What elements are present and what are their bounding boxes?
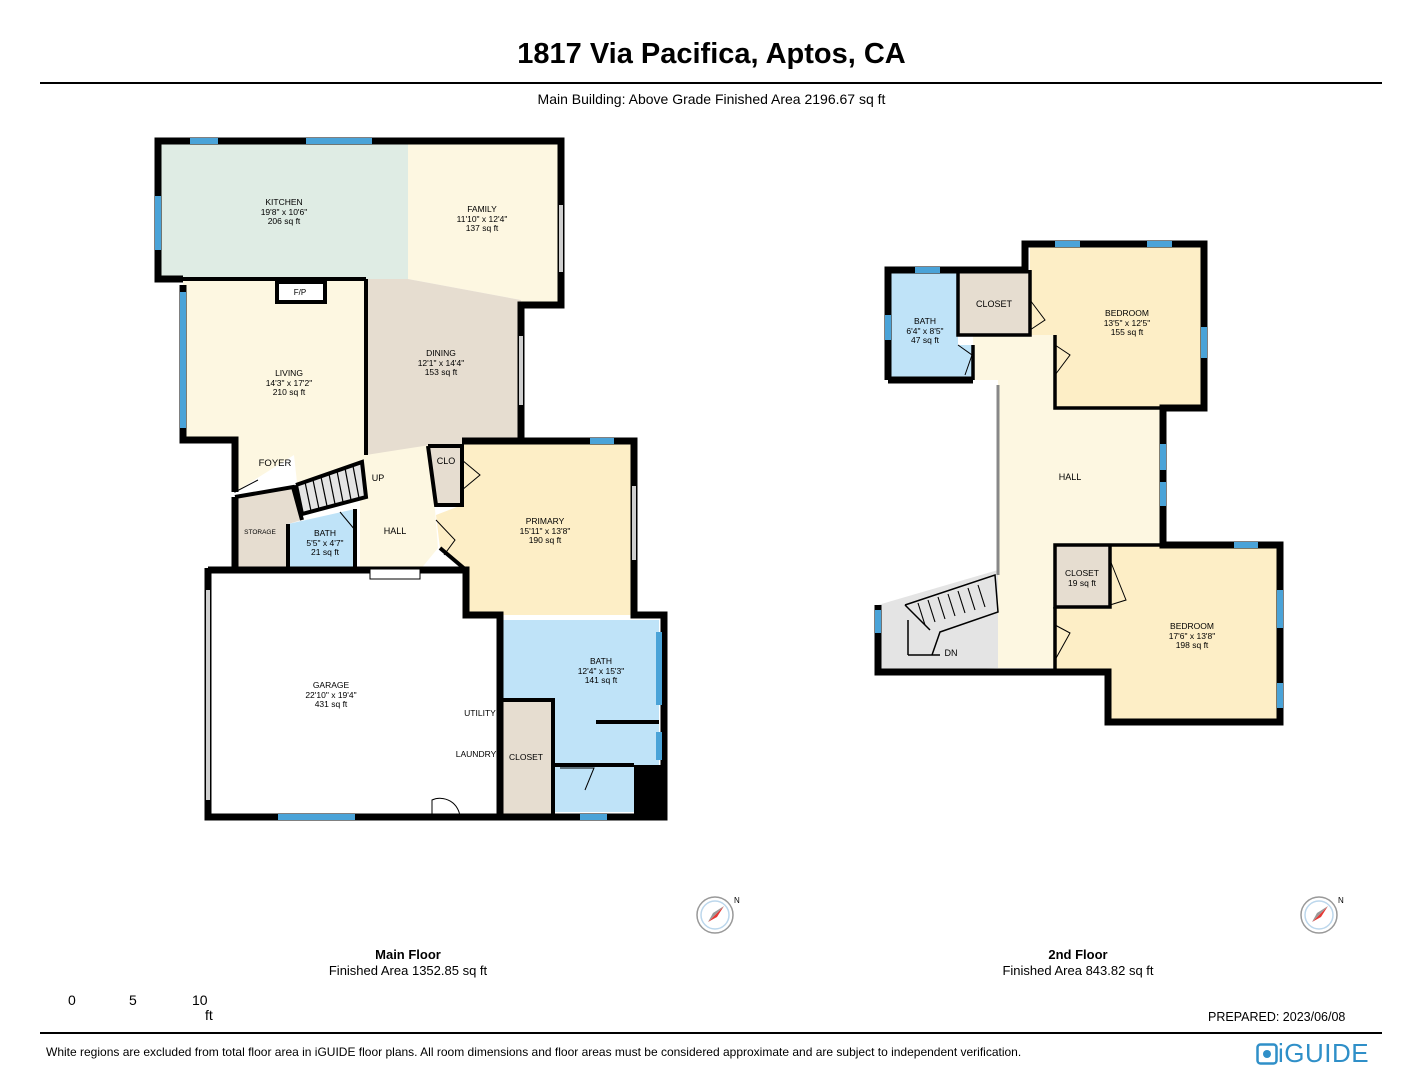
kitchen-room <box>158 141 408 279</box>
hall-main-label: HALL <box>384 526 407 536</box>
storage-label: STORAGE <box>244 529 276 536</box>
second-floor-caption: 2nd Floor Finished Area 843.82 sq ft <box>928 947 1228 979</box>
page-title: 1817 Via Pacifica, Aptos, CA <box>517 38 906 70</box>
fireplace-label: F/P <box>294 288 306 297</box>
bath-primary-name: BATH <box>590 656 612 666</box>
bath-upper-dims: 6'4" x 8'5" <box>906 326 943 336</box>
up-label: UP <box>372 473 385 483</box>
north-compass-icon: N <box>696 896 740 934</box>
family-room <box>408 141 561 305</box>
primary-area: 190 sq ft <box>529 535 562 545</box>
closet-main-room <box>500 700 553 815</box>
bedroom-bottom-name: BEDROOM <box>1170 621 1214 631</box>
bath-upper-room <box>888 270 973 380</box>
dining-name: DINING <box>426 348 456 358</box>
svg-text:N: N <box>1338 896 1344 905</box>
bedroom-bottom-area: 198 sq ft <box>1176 640 1209 650</box>
kitchen-name: KITCHEN <box>265 197 302 207</box>
floor-plan-drawing: KITCHEN 19'8" x 10'6" 206 sq ft FAMILY 1… <box>154 137 1344 934</box>
bath-small-room <box>288 509 355 568</box>
garage-area: 431 sq ft <box>315 699 348 709</box>
closet-upper-label: CLOSET <box>976 299 1013 309</box>
primary-name: PRIMARY <box>526 516 565 526</box>
clo-room <box>428 446 462 505</box>
closet-small-upper-area: 19 sq ft <box>1068 578 1097 588</box>
family-name: FAMILY <box>467 204 497 214</box>
main-floor-area: Finished Area 1352.85 sq ft <box>328 963 488 978</box>
iguide-logo-icon <box>1256 1043 1278 1065</box>
closet-small-upper-room <box>1055 545 1110 607</box>
dining-area: 153 sq ft <box>425 367 458 377</box>
bath-small-name: BATH <box>314 528 336 538</box>
bath-upper-name: BATH <box>914 316 936 326</box>
laundry-label: LAUNDRY <box>456 749 497 759</box>
main-floor-name: Main Floor <box>375 947 441 962</box>
scale-tick-0: 0 <box>68 992 76 1008</box>
primary-dims: 15'11" x 13'8" <box>520 526 571 536</box>
closet-main-label: CLOSET <box>509 752 543 762</box>
closet-upper-room <box>958 270 1030 335</box>
dining-room <box>366 279 521 455</box>
main-floor-caption: Main Floor Finished Area 1352.85 sq ft <box>258 947 558 979</box>
footer-divider <box>40 1032 1382 1034</box>
scale-tick-5: 5 <box>129 992 137 1008</box>
second-floor-plan: BATH 6'4" x 8'5" 47 sq ft CLOSET BEDROOM… <box>874 240 1284 726</box>
closet-small-upper-name: CLOSET <box>1065 568 1099 578</box>
bedroom-bottom-dims: 17'6" x 13'8" <box>1169 631 1216 641</box>
dining-dims: 12'1" x 14'4" <box>418 358 465 368</box>
bath-primary-area: 141 sq ft <box>585 675 618 685</box>
prepared-date: PREPARED: 2023/06/08 <box>1208 1010 1346 1024</box>
second-floor-name: 2nd Floor <box>1048 947 1108 962</box>
garage-dims: 22'10" x 19'4" <box>305 690 356 700</box>
kitchen-dims: 19'8" x 10'6" <box>261 207 308 217</box>
kitchen-area: 206 sq ft <box>268 216 301 226</box>
stair-upper <box>878 570 998 673</box>
page-subtitle: Main Building: Above Grade Finished Area… <box>537 91 886 107</box>
disclaimer-text: White regions are excluded from total fl… <box>46 1045 1022 1059</box>
bath-upper-area: 47 sq ft <box>911 335 940 345</box>
garage-name: GARAGE <box>313 680 350 690</box>
clo-label: CLO <box>437 456 456 466</box>
primary-room <box>436 441 634 615</box>
iguide-logo: iGUIDE <box>1256 1038 1369 1069</box>
bedroom-top-room <box>1030 244 1204 408</box>
logo-text: iGUIDE <box>1278 1038 1370 1068</box>
svg-text:N: N <box>734 896 740 905</box>
garage-room <box>208 570 500 817</box>
bath-small-area: 21 sq ft <box>311 547 340 557</box>
north-compass-icon: N <box>1300 896 1344 934</box>
header-divider <box>40 82 1382 84</box>
utility-label: UTILITY <box>464 708 496 718</box>
foyer-label: FOYER <box>259 458 292 469</box>
bath-small-dims: 5'5" x 4'7" <box>306 538 343 548</box>
family-area: 137 sq ft <box>466 223 499 233</box>
bedroom-top-area: 155 sq ft <box>1111 327 1144 337</box>
scale-unit: ft <box>205 1007 213 1023</box>
dn-label: DN <box>945 648 958 658</box>
living-dims: 14'3" x 17'2" <box>266 378 313 388</box>
living-name: LIVING <box>275 368 303 378</box>
bedroom-top-dims: 13'5" x 12'5" <box>1104 318 1151 328</box>
hall-upper-label: HALL <box>1059 472 1082 482</box>
second-floor-area: Finished Area 843.82 sq ft <box>1002 963 1154 978</box>
living-area: 210 sq ft <box>273 387 306 397</box>
bedroom-top-name: BEDROOM <box>1105 308 1149 318</box>
family-dims: 11'10" x 12'4" <box>457 214 508 224</box>
bath-primary-dims: 12'4" x 15'3" <box>578 666 625 676</box>
hall-upper-room <box>973 335 1163 668</box>
scale-tick-10: 10 <box>192 992 208 1008</box>
storage-room <box>235 487 302 568</box>
main-floor-plan: KITCHEN 19'8" x 10'6" 206 sq ft FAMILY 1… <box>154 137 668 821</box>
mech-block <box>634 765 664 820</box>
